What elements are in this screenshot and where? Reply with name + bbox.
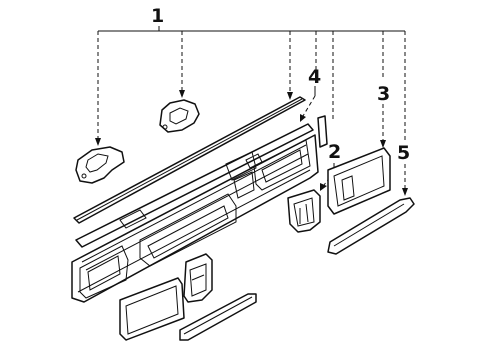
leader-3 — [380, 104, 386, 148]
leader-5 — [402, 164, 408, 196]
left-headlamp-lens — [119, 277, 185, 341]
callout-4: 4 — [308, 66, 321, 88]
callout-3: 3 — [377, 83, 390, 105]
left-corner-bracket — [75, 146, 125, 184]
right-corner-lamp — [287, 189, 321, 233]
left-corner-lamp — [183, 253, 213, 303]
callout-2: 2 — [328, 141, 341, 163]
callout-1: 1 — [151, 5, 164, 27]
top-moulding-strip — [73, 96, 306, 224]
callout-5: 5 — [397, 142, 410, 164]
left-lower-moulding — [179, 293, 257, 341]
right-lower-moulding — [327, 197, 415, 255]
narrow-vertical-strip — [317, 115, 328, 148]
upper-center-bracket — [159, 99, 200, 133]
leader-4 — [300, 86, 316, 122]
leader-1 — [95, 26, 406, 146]
right-headlamp-lens — [327, 147, 391, 215]
main-grille-panel — [71, 123, 319, 303]
